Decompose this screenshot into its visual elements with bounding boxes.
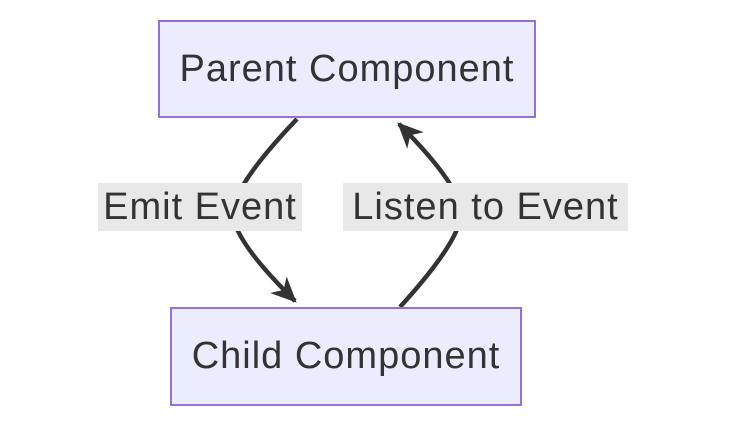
edge-label-listen-to-event: Listen to Event bbox=[343, 183, 628, 231]
edge-label-emit-event: Emit Event bbox=[98, 183, 302, 231]
node-parent-component: Parent Component bbox=[158, 20, 536, 118]
node-child-component-label: Child Component bbox=[191, 335, 501, 377]
node-parent-component-label: Parent Component bbox=[179, 47, 515, 90]
edge-label-emit-event-text: Emit Event bbox=[103, 185, 297, 228]
edge-label-listen-to-event-text: Listen to Event bbox=[352, 185, 619, 228]
node-child-component: Child Component bbox=[170, 307, 522, 406]
